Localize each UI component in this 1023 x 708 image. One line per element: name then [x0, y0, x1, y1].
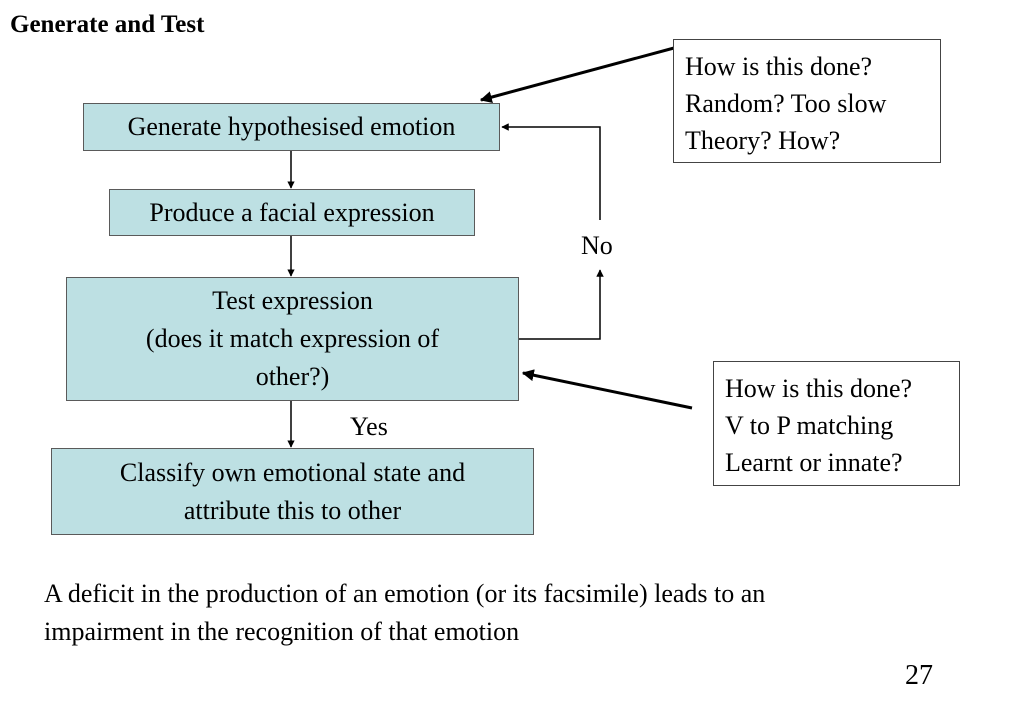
test-expression-line: (does it match expression of: [145, 324, 440, 353]
arrow-top-note-to-generate: [479, 46, 675, 103]
bottom-question-note: How is this done? V to P matching Learnt…: [713, 361, 960, 486]
test-expression-line: other?): [255, 362, 330, 391]
arrow-no-to-generate: [501, 123, 601, 220]
generate-emotion-label: Generate hypothesised emotion: [127, 112, 456, 141]
test-expression-box: Test expression (does it match expressio…: [66, 277, 519, 401]
note-line: How is this done?: [685, 52, 873, 81]
note-line: Learnt or innate?: [725, 448, 903, 477]
page-number: 27: [905, 660, 933, 691]
arrow-test-to-no-label: [519, 269, 604, 340]
footer-line: A deficit in the production of an emotio…: [44, 579, 766, 608]
produce-expression-label: Produce a facial expression: [149, 197, 435, 227]
no-label: No: [581, 231, 613, 260]
footer-statement: A deficit in the production of an emotio…: [44, 575, 765, 651]
arrow-bottom-note-to-test: [521, 369, 693, 410]
note-line: Theory? How?: [685, 126, 841, 155]
note-line: How is this done?: [725, 374, 913, 403]
note-line: Random? Too slow: [685, 89, 887, 118]
yes-label: Yes: [350, 412, 388, 441]
generate-emotion-box: Generate hypothesised emotion: [83, 103, 500, 151]
top-question-note: How is this done? Random? Too slow Theor…: [673, 39, 941, 163]
classify-state-box: Classify own emotional state and attribu…: [51, 448, 534, 535]
classify-state-line: attribute this to other: [183, 495, 402, 525]
classify-state-line: Classify own emotional state and: [119, 457, 466, 487]
produce-expression-box: Produce a facial expression: [109, 189, 475, 236]
test-expression-line: Test expression: [212, 286, 373, 315]
slide-title: Generate and Test: [10, 11, 205, 38]
footer-line: impairment in the recognition of that em…: [44, 617, 520, 646]
note-line: V to P matching: [725, 411, 894, 440]
